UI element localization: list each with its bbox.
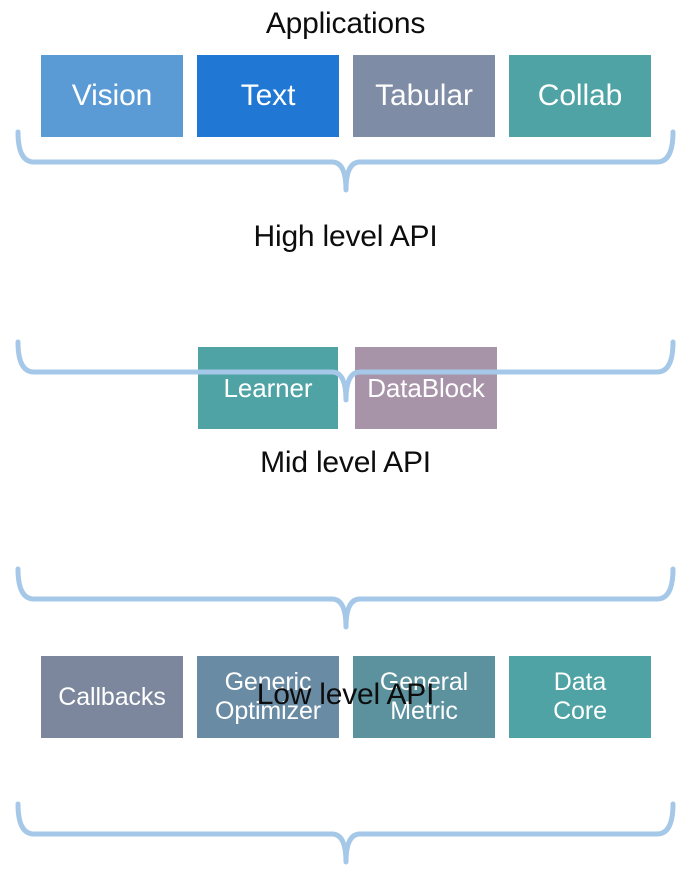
group-brace-high-level-api [0,339,691,412]
box-learner[interactable]: Learner [198,347,338,429]
layer-title-mid-level-api: Mid level API [260,446,431,479]
layer-title-high-level-api: High level API [253,220,438,253]
layer-title-low-level-api: Low level API [256,678,435,711]
box-tabular[interactable]: Tabular [353,55,495,137]
layer-title-applications: Applications [265,7,426,40]
box-collab[interactable]: Collab [509,55,651,137]
group-brace-low-level-api [0,801,691,874]
box-general-metric[interactable]: General Metric [353,656,495,738]
box-text[interactable]: Text [197,55,339,137]
box-callbacks[interactable]: Callbacks [41,656,183,738]
group-brace-applications [0,129,691,202]
box-generic-optimizer[interactable]: Generic Optimizer [197,656,339,738]
box-data-core[interactable]: Data Core [509,656,651,738]
group-brace-mid-level-api [0,566,691,639]
box-vision[interactable]: Vision [41,55,183,137]
box-datablock[interactable]: DataBlock [355,347,497,429]
